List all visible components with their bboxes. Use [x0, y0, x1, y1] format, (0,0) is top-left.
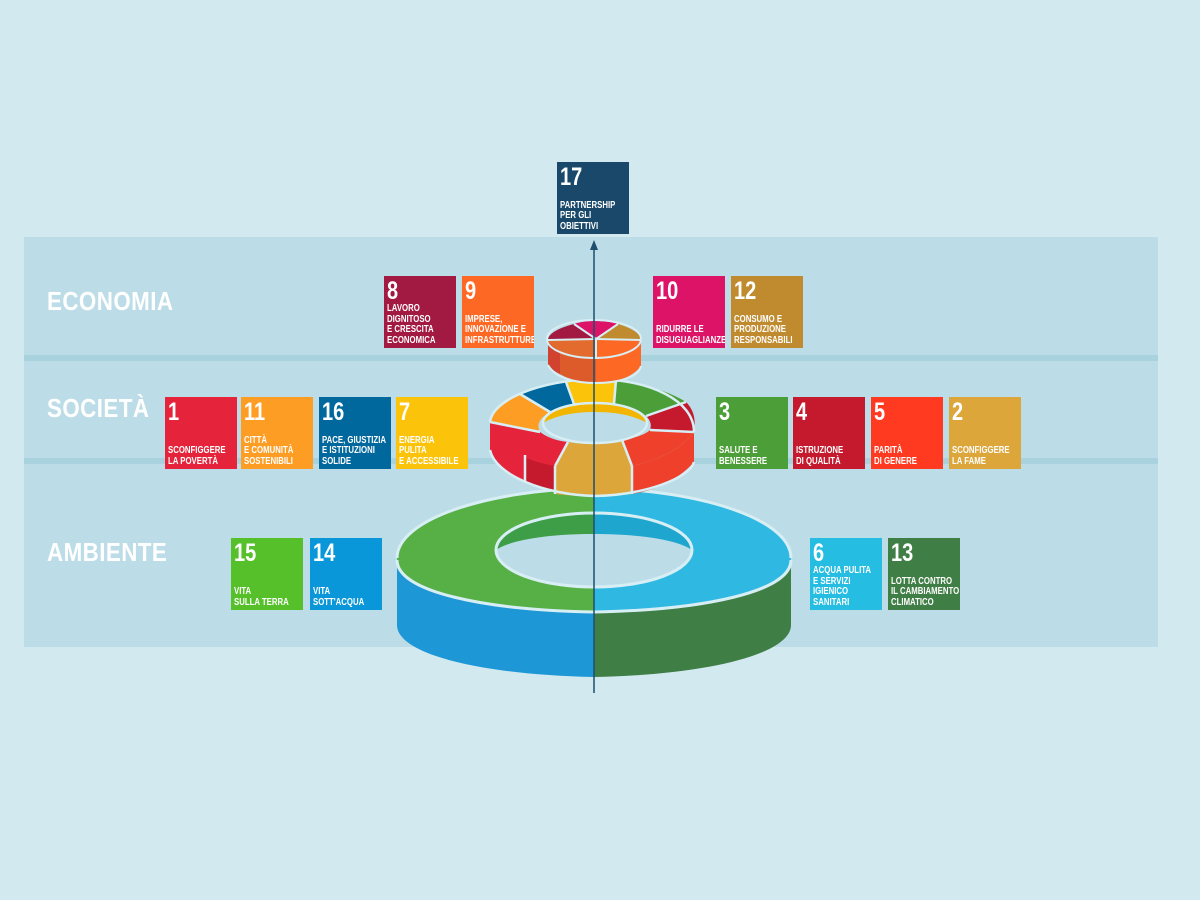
top-face-8 [548, 324, 596, 340]
goal-17-label: Partnership per gli obiettivi [560, 199, 616, 232]
top-face-11 [548, 339, 596, 358]
goal-12-label: Consumo e produzione responsabili [734, 313, 793, 346]
goal-3-number: 3 [719, 398, 731, 426]
mid-top-7 [566, 379, 616, 404]
goal-8-tile: 8 Lavoro dignitoso e crescita economica [384, 276, 456, 348]
top-face-12 [596, 324, 641, 340]
goal-16-tile: 16 Pace, giustizia e istituzioni solide [319, 397, 391, 469]
mid-side-5 [632, 432, 694, 494]
goal-9-label: Imprese, innovazione e infrastrutture [465, 313, 534, 346]
goal-11-label: Città e comunità sostenibili [244, 434, 294, 467]
top-face-10 [574, 321, 618, 339]
mid-top-4 [646, 402, 695, 432]
goal-11-tile: 11 Città e comunità sostenibili [241, 397, 313, 469]
goal-7-tile: 7 Energia pulita e accessibile [396, 397, 468, 469]
goal-5-tile: 5 Parità di genere [871, 397, 943, 469]
societa-ring [488, 377, 696, 498]
goal-2-tile: 2 Sconfiggere la fame [949, 397, 1021, 469]
goal-11-number: 11 [244, 398, 266, 426]
axis-arrowhead [590, 240, 598, 250]
goal-14-label: Vita sott'acqua [313, 586, 365, 608]
goal-13-number: 13 [891, 539, 914, 567]
goal-15-label: Vita sulla terra [234, 586, 289, 608]
goal-7-number: 7 [399, 398, 411, 426]
ring-hole-inner-15 [496, 514, 594, 550]
goal-9-number: 9 [465, 277, 477, 305]
goal-8-label: Lavoro dignitoso e crescita economica [387, 303, 436, 346]
goal-3-label: Salute e benessere [719, 445, 768, 467]
goal-5-number: 5 [874, 398, 886, 426]
top-face-9 [596, 339, 641, 358]
goal-2-number: 2 [952, 398, 964, 426]
layer-label-societa: SOCIETÀ [47, 393, 150, 423]
goal-6-label: Acqua pulita e servizi igienico sanitari [813, 565, 872, 608]
goal-12-number: 12 [734, 277, 757, 305]
goal-10-tile: 10 Ridurre le disuguaglianze [653, 276, 725, 348]
goal-4-label: Istruzione di qualità [796, 445, 844, 467]
goal-16-number: 16 [322, 398, 345, 426]
goal-15-number: 15 [234, 539, 257, 567]
goal-17-number: 17 [560, 163, 583, 191]
goal-16-label: Pace, giustizia e istituzioni solide [322, 434, 386, 467]
goal-13-label: Lotta contro il cambiamento climatico [891, 575, 960, 608]
goal-4-number: 4 [796, 398, 808, 426]
layer-label-economia: ECONOMIA [47, 286, 174, 316]
ring-top-15 [397, 488, 594, 612]
goal-8-number: 8 [387, 277, 399, 305]
goal-7-label: Energia pulita e accessibile [399, 434, 459, 467]
ring-side-13 [594, 560, 791, 677]
goal-13-tile: 13 Lotta contro il cambiamento climatico [888, 538, 960, 610]
goal-1-number: 1 [168, 398, 180, 426]
goal-12-tile: 12 Consumo e produzione responsabili [731, 276, 803, 348]
goal-1-tile: 1 Sconfiggere la povertà [165, 397, 237, 469]
goal-17-tile: 17 Partnership per gli obiettivi [557, 162, 629, 234]
goal-14-tile: 14 Vita sott'acqua [310, 538, 382, 610]
goal-10-label: Ridurre le disuguaglianze [656, 324, 725, 346]
goal-1-label: Sconfiggere la povertà [168, 445, 226, 467]
layer-label-ambiente: AMBIENTE [47, 537, 168, 567]
goal-14-number: 14 [313, 539, 336, 567]
ring-top-6 [594, 488, 791, 612]
ambiente-ring [395, 486, 793, 677]
goal-2-label: Sconfiggere la fame [952, 445, 1010, 467]
goal-4-tile: 4 Istruzione di qualità [793, 397, 865, 469]
goal-10-number: 10 [656, 277, 679, 305]
mid-top-5 [622, 430, 694, 466]
goal-3-tile: 3 Salute e benessere [716, 397, 788, 469]
ring-side-14 [397, 560, 594, 677]
goal-15-tile: 15 Vita sulla terra [231, 538, 303, 610]
goal-5-label: Parità di genere [874, 445, 917, 467]
goal-6-tile: 6 Acqua pulita e servizi igienico sanita… [810, 538, 882, 610]
ring-hole-inner-6 [594, 514, 692, 550]
goal-6-number: 6 [813, 539, 825, 567]
goal-9-tile: 9 Imprese, innovazione e infrastrutture [462, 276, 534, 348]
mid-top-1 [490, 422, 568, 466]
